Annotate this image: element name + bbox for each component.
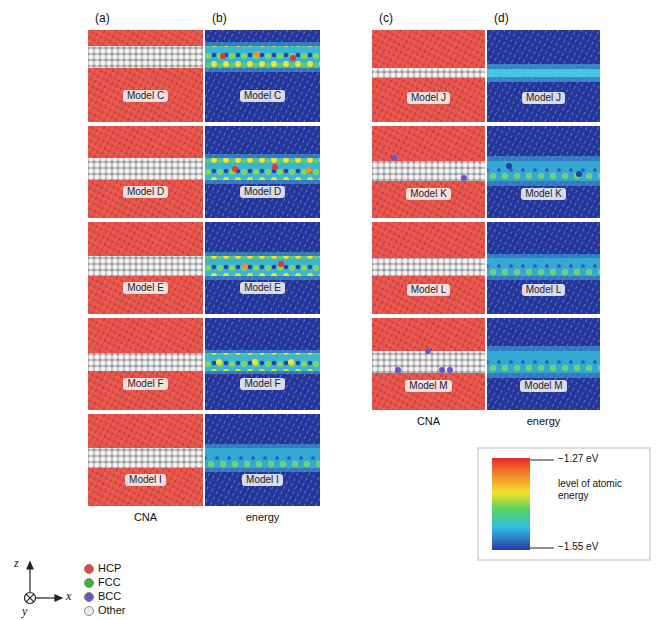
model-label: Model M (520, 380, 566, 392)
panel-label: (c) (376, 11, 396, 25)
axis-label: y (22, 604, 27, 618)
model-label: Model E (123, 282, 168, 294)
cna-panels (372, 30, 485, 410)
legend-text: Other (98, 604, 126, 616)
axis-label: z (14, 556, 19, 570)
axis-symbol (25, 562, 63, 604)
legend-text: BCC (98, 590, 121, 602)
column-label: energy (527, 415, 561, 428)
model-label: Model K (406, 188, 451, 200)
model-label: Model C (240, 90, 285, 102)
column-label: CNA (134, 511, 157, 524)
model-label: Model E (240, 282, 285, 294)
colorbar-label: −1.55 eV (558, 541, 598, 553)
legend-swatch (84, 592, 94, 602)
column-label: energy (246, 511, 280, 524)
model-label: Model J (407, 92, 450, 104)
axis-label: x (66, 589, 71, 603)
panel-label: (d) (491, 11, 512, 25)
energy-panels (205, 30, 320, 506)
column-label: CNA (417, 415, 440, 428)
model-label: Model C (123, 90, 168, 102)
model-label: Model L (407, 284, 451, 296)
model-label: Model L (522, 284, 566, 296)
model-label: Model K (521, 188, 566, 200)
colorbar-label: −1.27 eV (558, 453, 598, 465)
model-label: Model D (240, 186, 285, 198)
energy-panels (487, 30, 600, 410)
model-label: Model F (123, 378, 167, 390)
model-label: Model I (242, 474, 283, 486)
legend-text: FCC (98, 576, 121, 588)
panel-label: (a) (92, 11, 113, 25)
legend-swatch (84, 578, 94, 588)
model-label: Model D (123, 186, 168, 198)
model-label: Model I (125, 474, 166, 486)
model-label: Model M (405, 380, 451, 392)
colorbar (478, 448, 650, 560)
model-label: Model J (522, 92, 565, 104)
colorbar-label: level of atomic energy (558, 478, 640, 502)
cna-panels (88, 30, 203, 506)
panel-label: (b) (209, 11, 230, 25)
legend-text: HCP (98, 562, 121, 574)
model-label: Model F (240, 378, 284, 390)
legend-swatch (84, 606, 94, 616)
legend-swatch (84, 564, 94, 574)
